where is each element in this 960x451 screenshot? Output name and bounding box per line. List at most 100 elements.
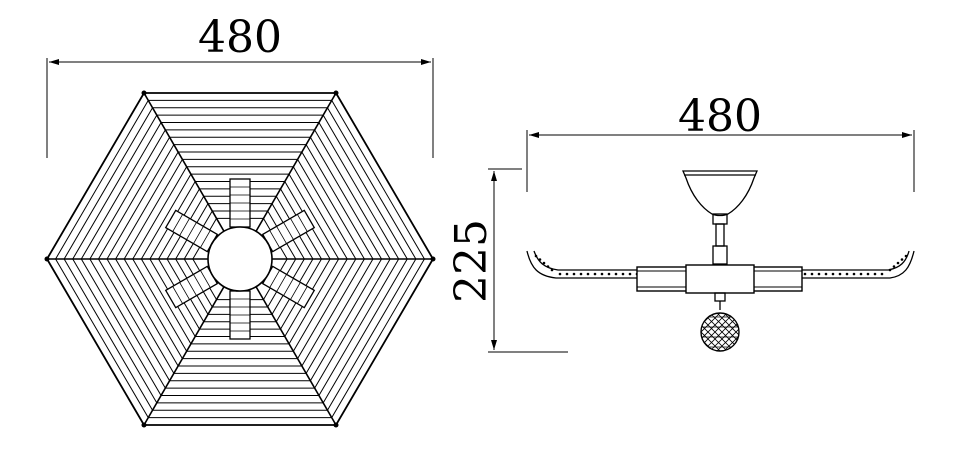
hexagon-ring-line bbox=[63, 258, 153, 411]
hexagon-ring-line bbox=[309, 137, 382, 260]
hexagon-ring-line bbox=[115, 258, 179, 367]
bead-dot bbox=[866, 272, 870, 276]
lamp-arm bbox=[261, 265, 316, 309]
bead-dot bbox=[628, 272, 632, 276]
top-width-label: 480 bbox=[198, 12, 282, 63]
bead-dot bbox=[614, 272, 618, 276]
bead-dot bbox=[538, 258, 542, 261]
crystal-facet-line bbox=[705, 313, 739, 351]
bead-dot bbox=[593, 272, 597, 276]
crystal-facet-line bbox=[701, 313, 739, 351]
bead-dot bbox=[572, 272, 576, 276]
bead-dot bbox=[852, 272, 856, 276]
hexagon-ring-line bbox=[98, 258, 171, 381]
hexagon-ring-line bbox=[106, 144, 175, 260]
hexagon-ring-line bbox=[63, 107, 153, 260]
bead-dot bbox=[880, 272, 884, 276]
hexagon-ring-line bbox=[72, 114, 158, 260]
bead-dot bbox=[904, 254, 908, 258]
lamp-arm-line bbox=[200, 230, 211, 248]
lamp-arm-line bbox=[297, 214, 308, 232]
side-width-label: 480 bbox=[678, 91, 762, 142]
lamp-arm-line bbox=[290, 282, 301, 300]
hexagon-ring-line bbox=[331, 100, 425, 260]
lamp-arm-line bbox=[269, 230, 280, 248]
hexagon-ring-line bbox=[297, 159, 357, 260]
bead-dot bbox=[558, 272, 562, 276]
lamp-arm-line bbox=[276, 226, 287, 244]
side-height-dimension: 225 bbox=[446, 168, 568, 353]
hexagon-vertex-dot bbox=[44, 256, 50, 262]
bead-dot bbox=[542, 261, 546, 265]
hexagon-ring-line bbox=[301, 151, 365, 260]
lamp-arm-line bbox=[193, 226, 204, 244]
crystal-facets bbox=[701, 313, 739, 351]
lamp-arm-line bbox=[179, 218, 190, 236]
bead-dot bbox=[579, 272, 583, 276]
bead-dot bbox=[892, 265, 896, 268]
hexagon-ring-line bbox=[55, 100, 149, 260]
hexagon-ring-line bbox=[106, 258, 175, 374]
lamp-arm-line bbox=[200, 270, 211, 288]
bead-dot bbox=[621, 272, 625, 276]
lamp-arm-line bbox=[179, 282, 190, 300]
lamp-arm-line bbox=[172, 286, 183, 304]
hexagon-ring-line bbox=[314, 258, 391, 389]
hexagon-ring-line bbox=[89, 258, 166, 389]
bead-dot bbox=[534, 254, 538, 258]
hexagon-vertex-dot bbox=[141, 90, 147, 96]
hexagon-ring-line bbox=[309, 258, 382, 381]
bead-dot bbox=[873, 272, 877, 276]
hexagon-vertex-dot bbox=[333, 422, 339, 428]
top-view: 480 bbox=[44, 12, 436, 428]
hexagon-ring-line bbox=[305, 258, 374, 374]
hexagon-ring-line bbox=[98, 137, 171, 260]
crystal-outline bbox=[700, 312, 740, 352]
stem bbox=[715, 223, 725, 247]
bead-dot bbox=[900, 258, 904, 261]
hexagon-ring-line bbox=[322, 258, 408, 404]
top-width-dimension: 480 bbox=[46, 12, 434, 158]
bead-dot bbox=[817, 272, 821, 276]
lamp-arm-line bbox=[276, 274, 287, 292]
lamp-arm-line bbox=[193, 274, 204, 292]
stem-joint bbox=[712, 245, 728, 265]
lamp-arm-line bbox=[269, 270, 280, 288]
lamp-arm-line bbox=[290, 218, 301, 236]
hexagon-ring-line bbox=[292, 258, 348, 352]
bead-dot bbox=[550, 268, 554, 272]
lamp-arm-line bbox=[283, 222, 294, 240]
hexagon-ring-line bbox=[123, 258, 183, 359]
hexagon-ring-line bbox=[132, 166, 188, 260]
bead-dot bbox=[546, 265, 550, 268]
bead-dot bbox=[824, 272, 828, 276]
hexagon-vertex-dot bbox=[430, 256, 436, 262]
bead-dot bbox=[888, 268, 892, 272]
lamp-arm bbox=[164, 265, 219, 309]
hexagon-ring-line bbox=[297, 258, 357, 359]
lamp-arm bbox=[229, 290, 251, 340]
bead-dot bbox=[600, 272, 604, 276]
hexagon-ring-line bbox=[115, 151, 179, 260]
hexagon-ring-line bbox=[140, 258, 192, 345]
side-height-label: 225 bbox=[446, 219, 497, 303]
lamp-arm-line bbox=[186, 222, 197, 240]
crystal-facet-line bbox=[701, 313, 739, 351]
bead-dot bbox=[810, 272, 814, 276]
side-width-dimension: 480 bbox=[526, 91, 915, 192]
bead-dot bbox=[607, 272, 611, 276]
hexagon-ring-line bbox=[89, 129, 166, 260]
hexagon-ring-line bbox=[288, 258, 340, 345]
crystal-facet-line bbox=[701, 313, 739, 351]
hexagon-ring-line bbox=[292, 166, 348, 260]
bead-dot bbox=[586, 272, 590, 276]
hexagon-ring-line bbox=[80, 122, 162, 260]
hexagon-ring-line bbox=[132, 258, 188, 352]
hexagon-ring-line bbox=[288, 173, 340, 260]
hexagon-ring-line bbox=[305, 144, 374, 260]
lamp-arm bbox=[229, 178, 251, 228]
hexagon-ring-line bbox=[331, 258, 425, 418]
lamp-arm-line bbox=[186, 278, 197, 296]
bead-dot bbox=[831, 272, 835, 276]
